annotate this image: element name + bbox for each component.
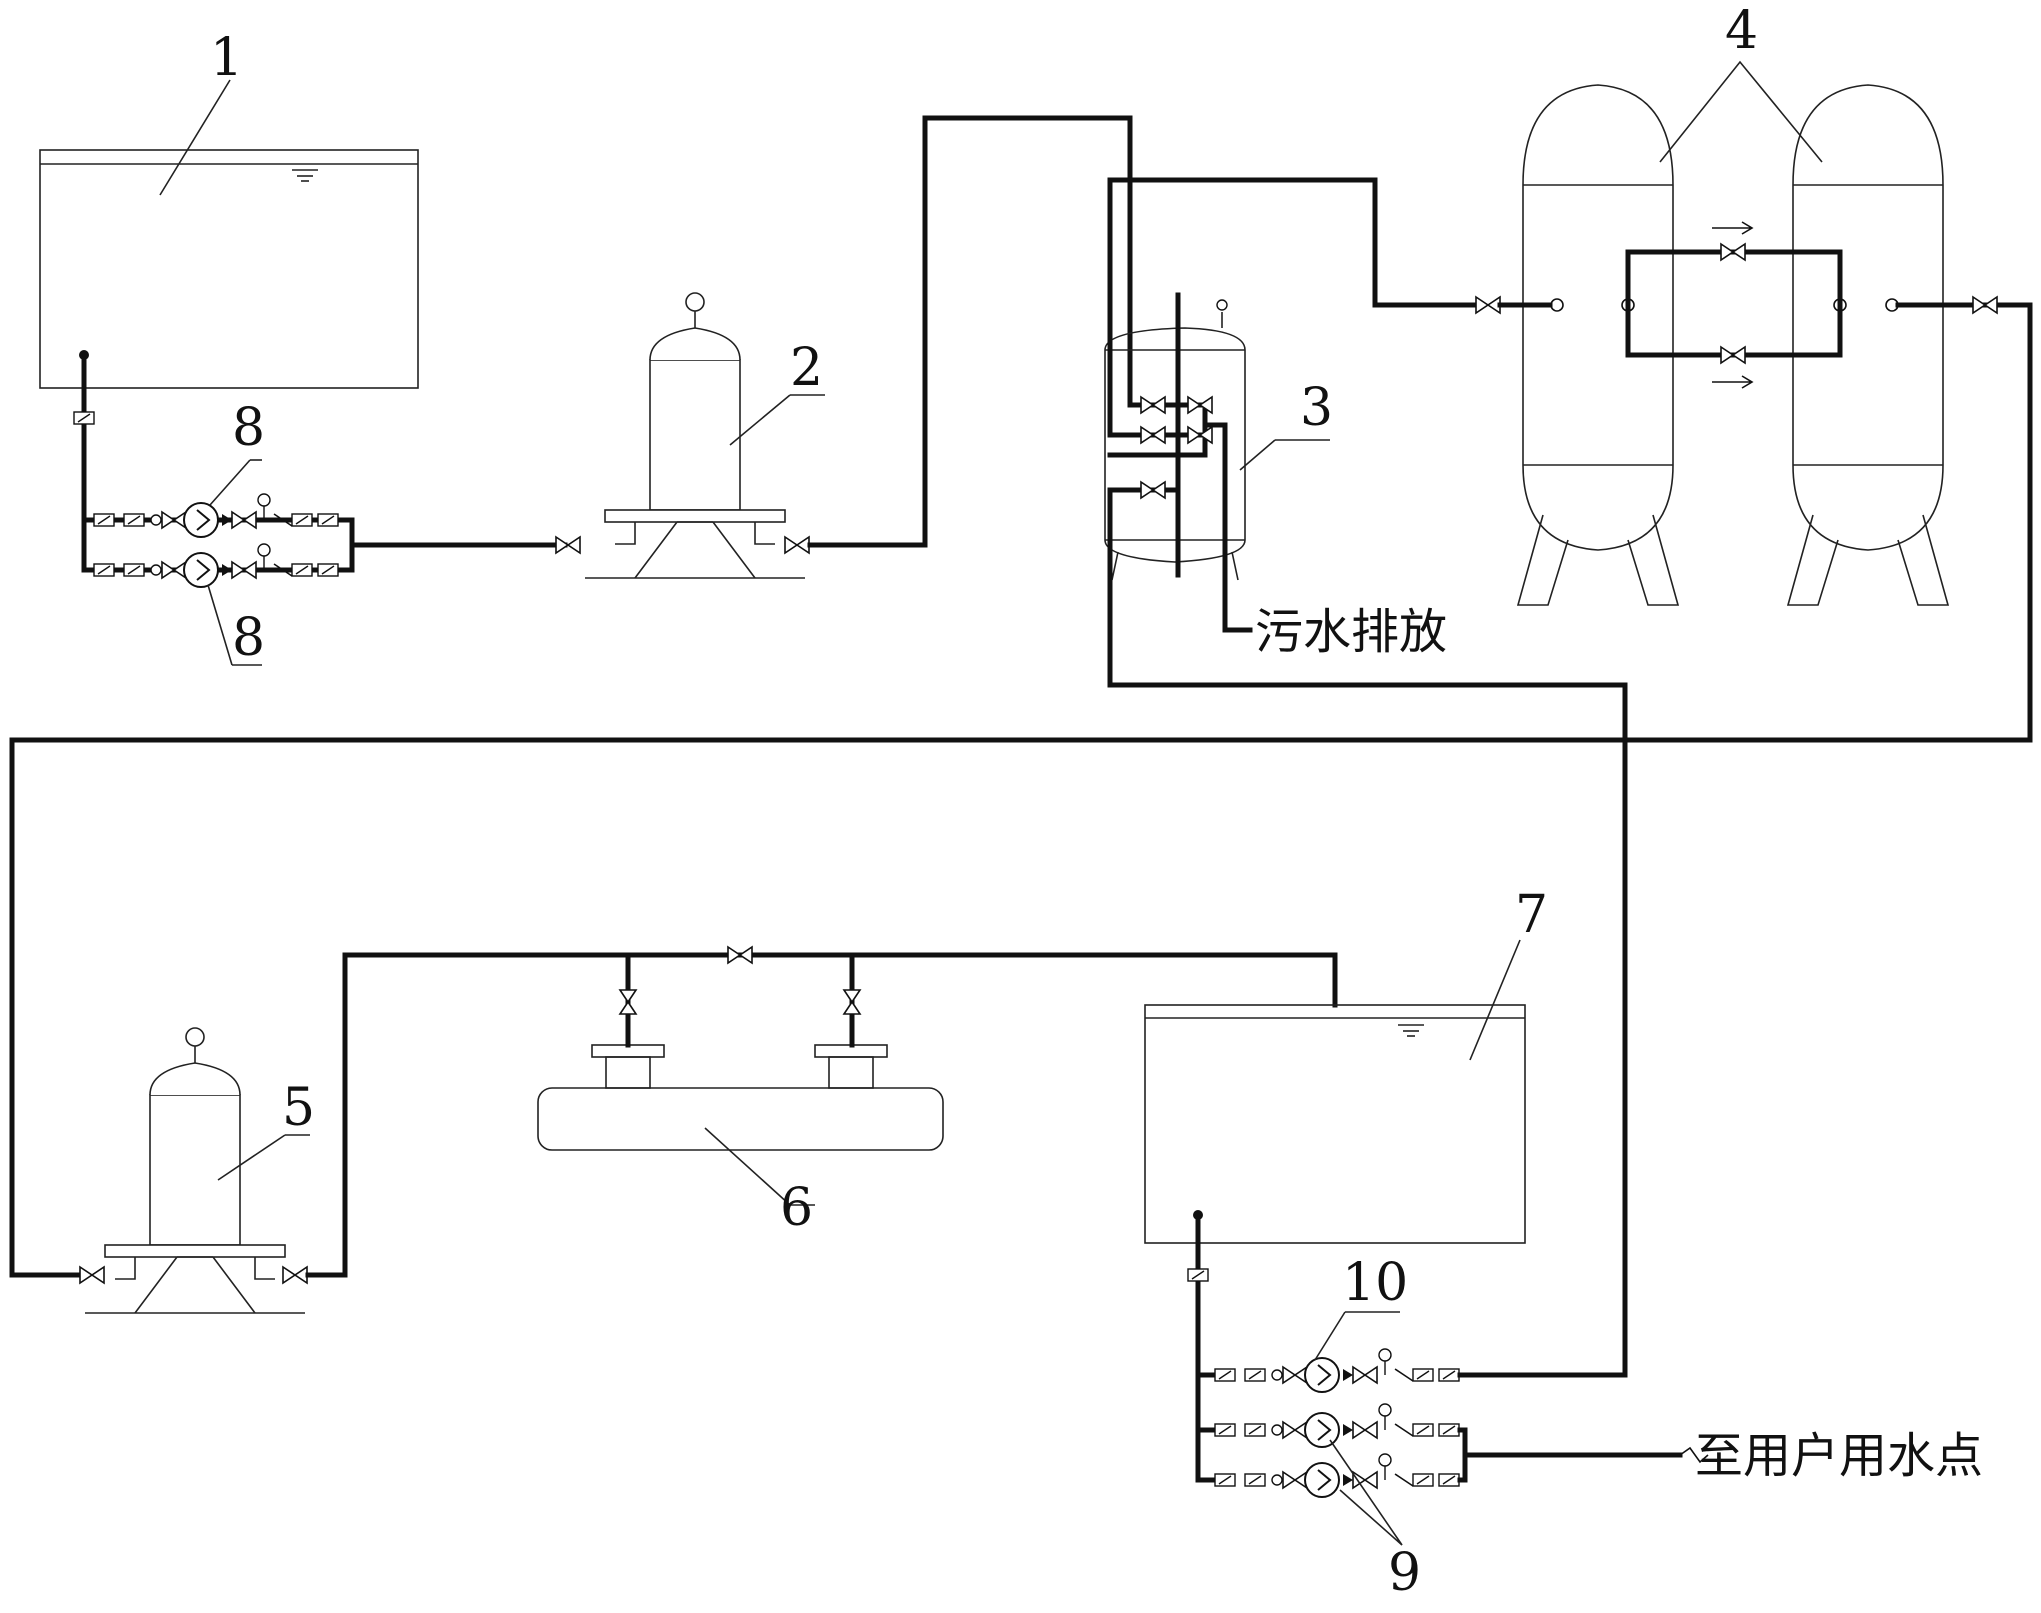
label-3: 3: [1300, 378, 1333, 438]
label-leader-8a: [209, 459, 251, 506]
label-10: 10: [1342, 1253, 1408, 1313]
label-8-bottom: 8: [232, 608, 265, 668]
pipe-softener-backwash: [1107, 487, 1628, 1378]
label-leader-3: [1239, 439, 1276, 471]
label-1: 1: [210, 28, 243, 88]
valve-filter5-inlet: [79, 1266, 105, 1284]
valve-bypass: [727, 946, 753, 964]
label-leader-2: [729, 394, 791, 446]
pump-row-8-lower: [94, 544, 338, 587]
sewage-discharge-label: 污水排放: [1255, 604, 1447, 660]
label-leader-5: [217, 1134, 286, 1181]
pump-row-8-upper: [94, 494, 338, 537]
label-leader-10: [1314, 1311, 1346, 1361]
flow-arrow-top: [1712, 221, 1754, 235]
filter-2: [584, 292, 806, 579]
label-7: 7: [1515, 885, 1548, 945]
pipe-tank7-pumps: [1195, 1217, 1228, 1483]
valve-softener-5: [1140, 481, 1166, 499]
unit-6: [537, 1044, 944, 1151]
label-leader-9: [1329, 1439, 1403, 1546]
valve-filter5-outlet: [282, 1266, 308, 1284]
pipe-adsorber-bridge: [1625, 249, 1843, 358]
pipe-softener-internal-2: [1107, 402, 1208, 493]
pipe-softener-to-adsorber: [1107, 177, 1478, 308]
pump-row-9-lower: [1215, 1454, 1459, 1497]
valve-adsorber-bridge-bottom: [1720, 346, 1746, 364]
adsorber-4-right: [1787, 84, 1949, 606]
valve-softener-4: [1187, 426, 1213, 444]
pipe-tank1-pumps: [81, 357, 568, 573]
valve-softener-2: [1187, 396, 1213, 414]
label-leader-1: [159, 79, 231, 196]
pipe-pumps9-to-user: [1457, 1427, 1683, 1483]
label-8-top: 8: [232, 398, 265, 458]
label-leader-7: [1469, 939, 1521, 1061]
label-leader-4: [1659, 60, 1823, 163]
pipe-filter2-to-softener: [807, 115, 1133, 548]
valve-unit6-right: [843, 989, 861, 1015]
valve-softener-1: [1140, 396, 1166, 414]
valve-filter2-outlet: [784, 536, 810, 554]
to-user-label: 至用户用水点: [1695, 1428, 1983, 1484]
adsorber-4-left: [1517, 84, 1679, 606]
softener-3: [1104, 299, 1246, 581]
flow-arrow-bottom: [1712, 375, 1754, 389]
filter-5: [84, 1027, 306, 1314]
label-leader-8b: [207, 584, 233, 666]
valve-adsorber-bridge-top: [1720, 243, 1746, 261]
label-9: 9: [1388, 1543, 1421, 1603]
label-4: 4: [1725, 1, 1758, 61]
tank7-inlet-fitting: [1187, 1268, 1209, 1282]
raw-water-tank: [39, 149, 419, 389]
label-6: 6: [780, 1178, 813, 1238]
label-5: 5: [282, 1078, 315, 1138]
clean-water-tank-7: [1144, 1004, 1526, 1244]
valve-softener-3: [1140, 426, 1166, 444]
valve-adsorber-outlet: [1972, 296, 1998, 314]
label-2: 2: [790, 338, 823, 398]
pipe-filter5-to-tank7: [305, 952, 1338, 1278]
inlet-fitting: [73, 411, 95, 425]
valve-filter2-inlet: [555, 536, 581, 554]
pump-row-9-upper: [1215, 1404, 1459, 1447]
pipe-softener-internal-3: [1175, 292, 1253, 633]
pump-row-10: [1215, 1349, 1459, 1392]
valve-adsorber-inlet: [1475, 296, 1501, 314]
pipe-unit6-branches: [625, 952, 855, 1048]
valve-unit6-left: [619, 989, 637, 1015]
pipe-softener-internal-1: [1107, 177, 1173, 438]
label-leader-6: [704, 1127, 791, 1206]
